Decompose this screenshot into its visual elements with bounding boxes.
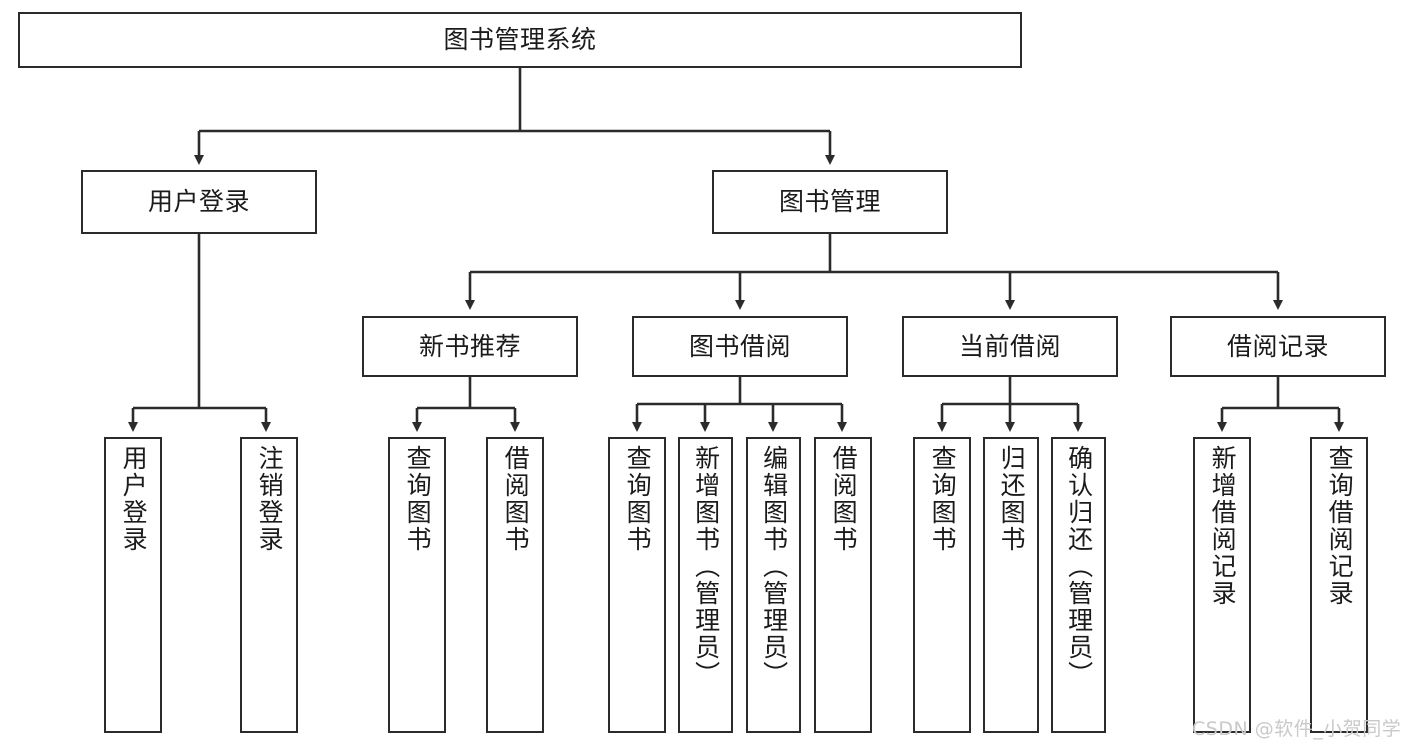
node-leaf-query-borrow-record[interactable]: 查询借阅记录 (1310, 437, 1368, 733)
node-label: 注销登录 (255, 445, 285, 553)
node-leaf-add-borrow-record[interactable]: 新增借阅记录 (1193, 437, 1251, 733)
node-leaf-logout-login[interactable]: 注销登录 (240, 437, 298, 733)
node-label: 新增借阅记录 (1208, 445, 1238, 607)
node-root-book-management-system[interactable]: 图书管理系统 (18, 12, 1022, 68)
node-leaf-add-book-admin[interactable]: 新增图书（管理员） (678, 437, 733, 733)
node-leaf-query-book-current[interactable]: 查询图书 (913, 437, 971, 733)
node-leaf-borrow-book-recommend[interactable]: 借阅图书 (486, 437, 544, 733)
node-label: 查询图书 (623, 445, 653, 553)
node-label: 借阅记录 (1226, 331, 1329, 361)
node-leaf-return-book[interactable]: 归还图书 (983, 437, 1039, 733)
node-current-borrow[interactable]: 当前借阅 (902, 316, 1118, 377)
node-label: 新书推荐 (418, 331, 521, 361)
node-label: 新增图书（管理员） (691, 445, 721, 688)
node-label: 查询借阅记录 (1325, 445, 1355, 607)
node-label: 编辑图书（管理员） (759, 445, 789, 688)
node-label: 图书管理系统 (443, 25, 597, 55)
node-new-book-recommend[interactable]: 新书推荐 (362, 316, 578, 377)
node-label: 图书借阅 (688, 331, 791, 361)
node-leaf-confirm-return-admin[interactable]: 确认归还（管理员） (1051, 437, 1106, 733)
node-label: 查询图书 (403, 445, 433, 553)
node-leaf-edit-book-admin[interactable]: 编辑图书（管理员） (746, 437, 801, 733)
node-label: 用户登录 (119, 445, 149, 553)
node-book-management[interactable]: 图书管理 (712, 170, 948, 234)
node-leaf-query-book-borrow[interactable]: 查询图书 (608, 437, 666, 733)
node-leaf-borrow-book[interactable]: 借阅图书 (814, 437, 872, 733)
node-leaf-query-book-recommend[interactable]: 查询图书 (388, 437, 446, 733)
node-user-login[interactable]: 用户登录 (81, 170, 317, 234)
node-label: 用户登录 (147, 187, 250, 217)
node-label: 确认归还（管理员） (1064, 445, 1094, 688)
csdn-watermark: CSDN @软件_小贺同学 (1192, 718, 1402, 740)
node-label: 借阅图书 (829, 445, 859, 553)
node-book-borrow[interactable]: 图书借阅 (632, 316, 848, 377)
node-label: 当前借阅 (958, 331, 1061, 361)
node-label: 归还图书 (997, 445, 1027, 553)
node-label: 查询图书 (928, 445, 958, 553)
node-leaf-user-login[interactable]: 用户登录 (104, 437, 162, 733)
node-borrow-record[interactable]: 借阅记录 (1170, 316, 1386, 377)
node-label: 借阅图书 (501, 445, 531, 553)
node-label: 图书管理 (778, 187, 881, 217)
